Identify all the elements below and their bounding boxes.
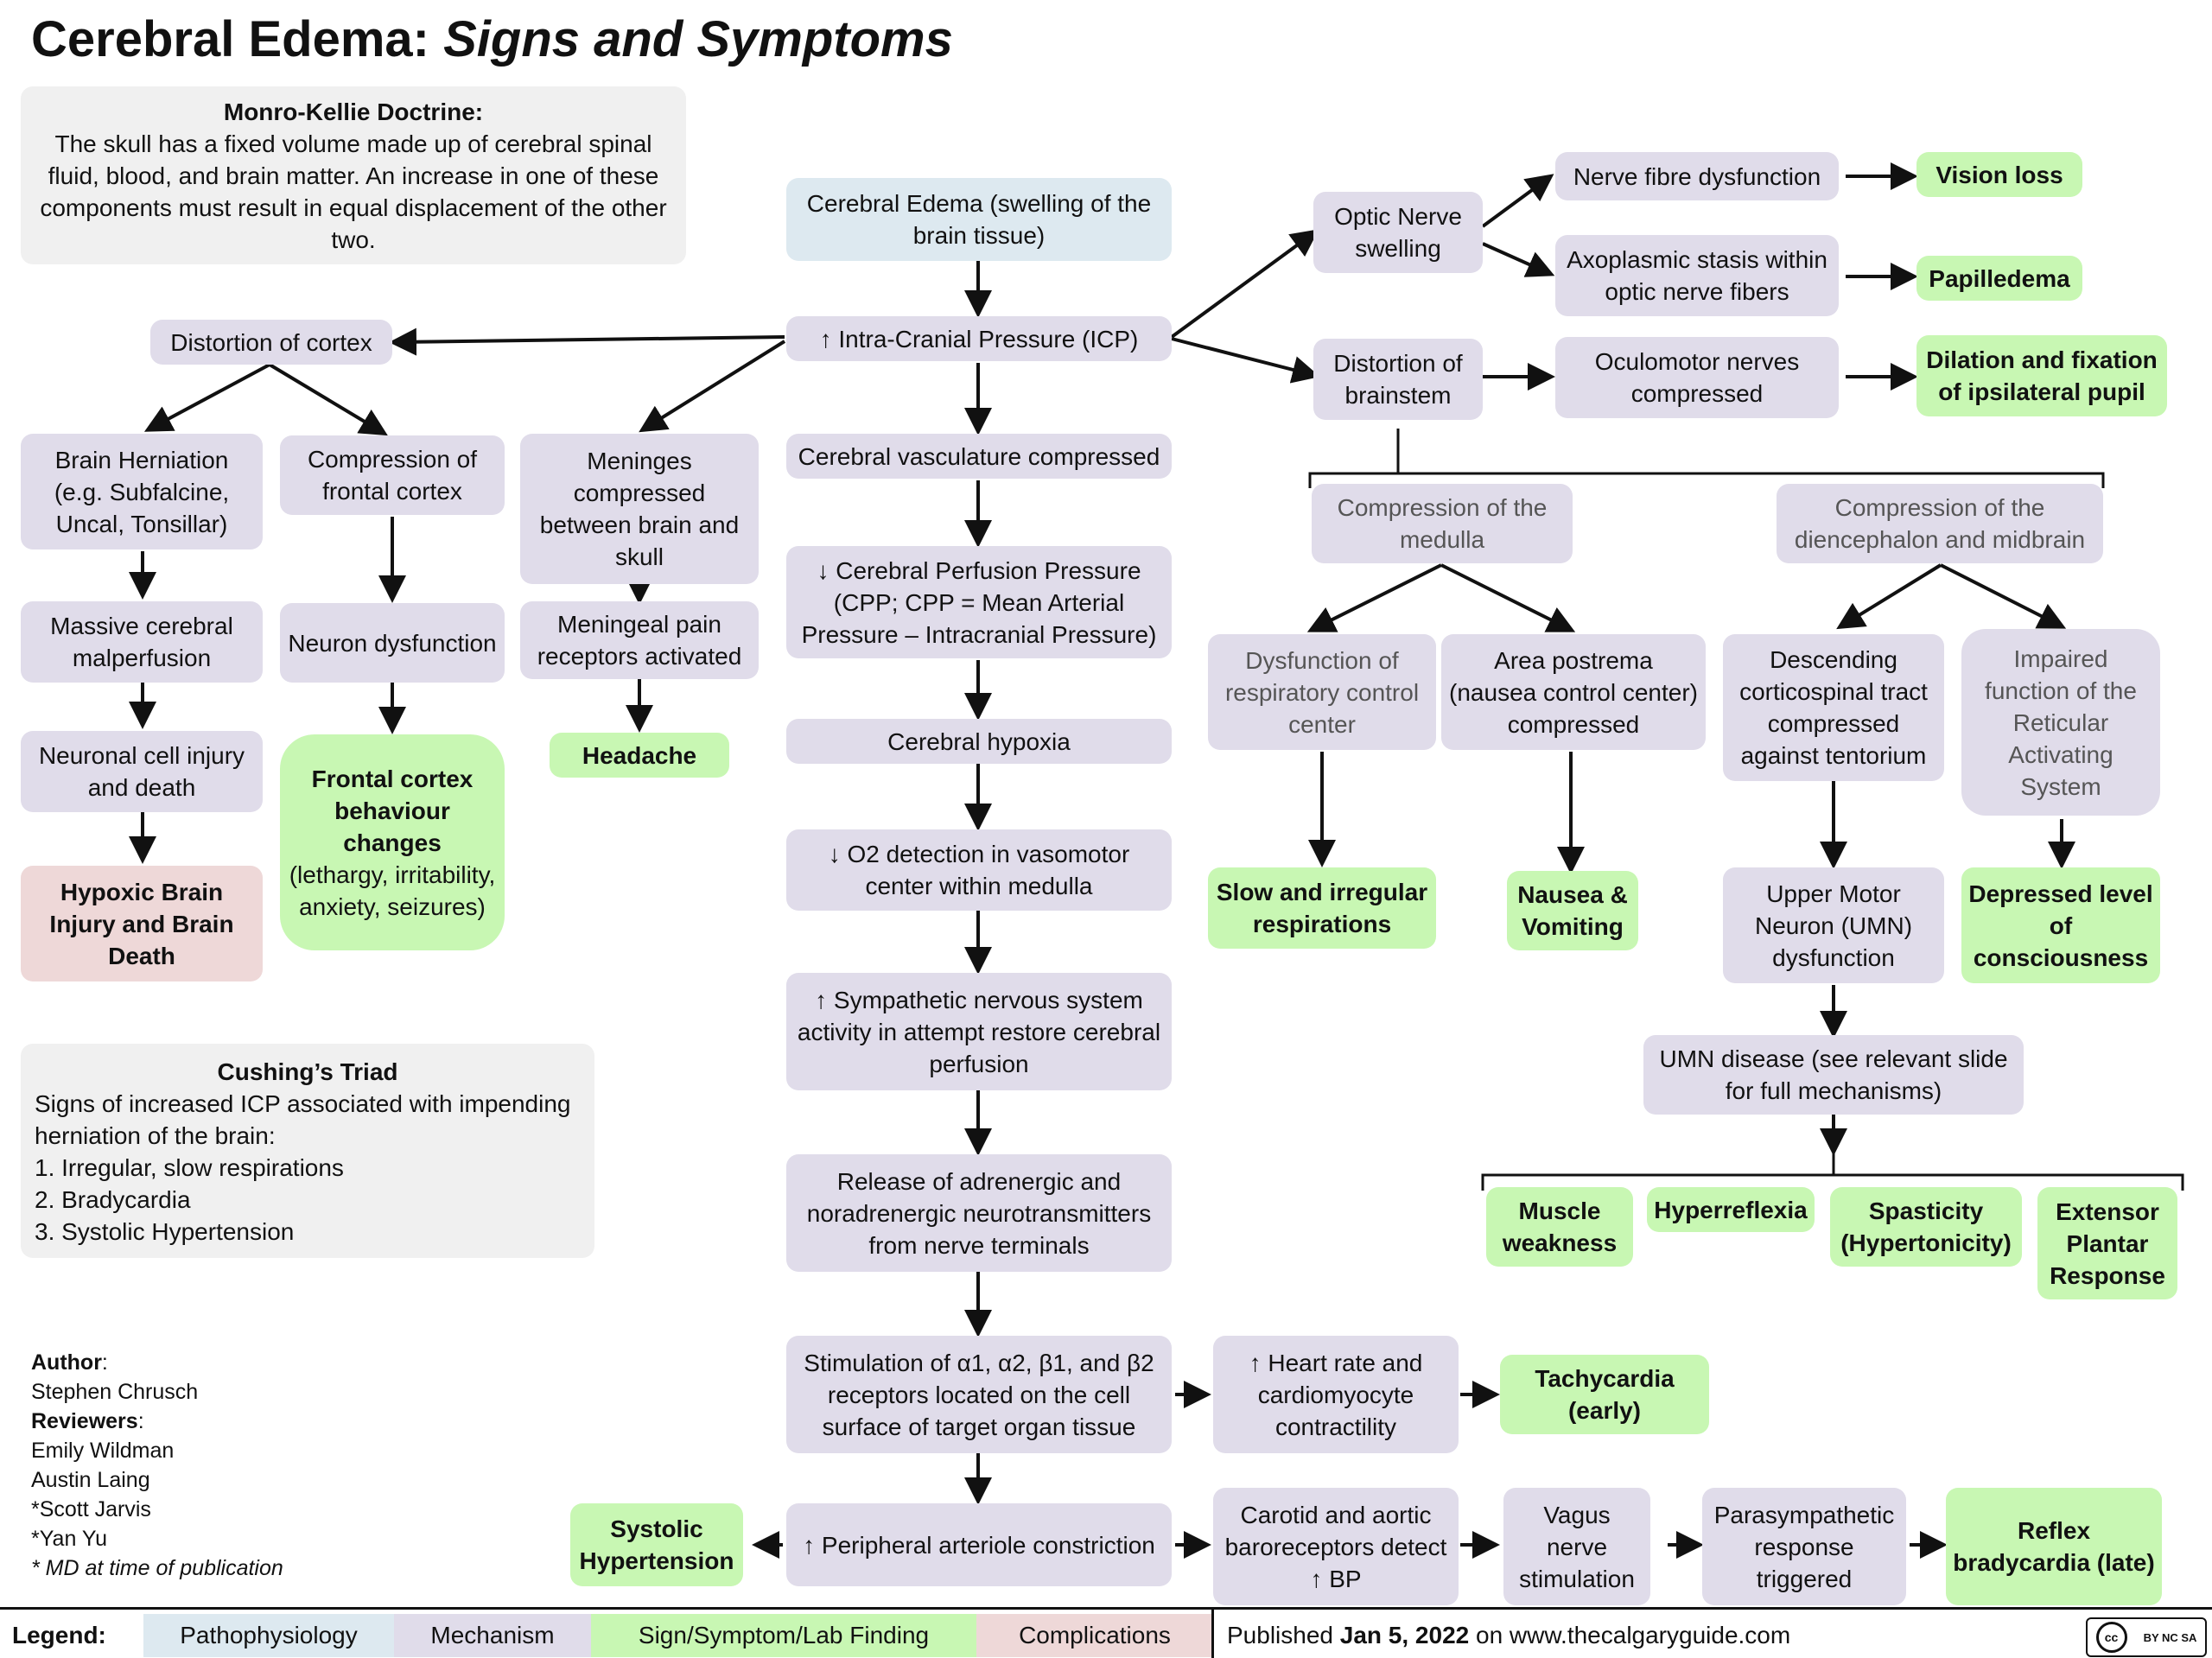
meningeal-pain-box: Meningeal pain receptors activated: [520, 601, 759, 679]
author-label: Author: [31, 1350, 102, 1375]
icp-box: ↑ Intra-Cranial Pressure (ICP): [786, 316, 1172, 361]
depressed-consciousness-box: Depressed level of consciousness: [1961, 867, 2160, 983]
legend-pathophysiology: Pathophysiology: [143, 1614, 394, 1657]
spasticity-box: Spasticity (Hypertonicity): [1830, 1187, 2022, 1267]
parasympathetic-box: Parasympathetic response triggered: [1702, 1488, 1906, 1605]
diencephalon-compression-box: Compression of the diencephalon and midb…: [1777, 484, 2103, 563]
optic-swelling-box: Optic Nerve swelling: [1313, 192, 1483, 273]
cushing-line: 2. Bradycardia: [35, 1186, 191, 1213]
legend-complications: Complications: [976, 1614, 1213, 1657]
cushing-line: 3. Systolic Hypertension: [35, 1218, 295, 1245]
cushing-line: 1. Irregular, slow respirations: [35, 1154, 344, 1181]
frontal-behaviour-detail: (lethargy, irritability, anxiety, seizur…: [289, 861, 496, 920]
monro-heading: Monro-Kellie Doctrine:: [223, 98, 484, 125]
reflex-bradycardia-box: Reflex bradycardia (late): [1946, 1488, 2162, 1605]
published-prefix: Published: [1227, 1622, 1340, 1648]
hypoxic-brain-injury-box: Hypoxic Brain Injury and Brain Death: [21, 866, 263, 981]
footer-divider: [1211, 1607, 1214, 1658]
footer-rule: [0, 1607, 2212, 1610]
cushing-line: herniation of the brain:: [35, 1122, 276, 1149]
systolic-hypertension-box: Systolic Hypertension: [570, 1503, 743, 1586]
vasculature-box: Cerebral vasculature compressed: [786, 434, 1172, 479]
page-title: Cerebral Edema: Signs and Symptoms: [31, 11, 953, 67]
legend-sign: Sign/Symptom/Lab Finding: [591, 1614, 976, 1657]
medulla-compression-box: Compression of the medulla: [1312, 484, 1573, 563]
cushings-triad-box: Cushing’s Triad Signs of increased ICP a…: [21, 1044, 594, 1258]
hyperreflexia-box: Hyperreflexia: [1647, 1187, 1815, 1232]
area-postrema-box: Area postrema (nausea control center) co…: [1441, 634, 1706, 750]
oculomotor-box: Oculomotor nerves compressed: [1555, 337, 1839, 418]
umn-dysfunction-box: Upper Motor Neuron (UMN) dysfunction: [1723, 867, 1944, 983]
reviewer-name: Emily Wildman: [31, 1439, 175, 1463]
monro-kellie-box: Monro-Kellie Doctrine: The skull has a f…: [21, 86, 686, 264]
corticospinal-box: Descending corticospinal tract compresse…: [1723, 634, 1944, 781]
release-box: Release of adrenergic and noradrenergic …: [786, 1154, 1172, 1272]
author-name: Stephen Chrusch: [31, 1380, 199, 1404]
reviewer-name: *Scott Jarvis: [31, 1497, 151, 1521]
meninges-box: Meninges compressed between brain and sk…: [520, 434, 759, 584]
o2-box: ↓ O2 detection in vasomotor center withi…: [786, 829, 1172, 911]
frontal-behaviour-bold: Frontal cortex behaviour changes: [311, 765, 474, 856]
published-site: on www.thecalgaryguide.com: [1469, 1622, 1791, 1648]
hypoxia-box: Cerebral hypoxia: [786, 719, 1172, 764]
axoplasmic-box: Axoplasmic stasis within optic nerve fib…: [1555, 235, 1839, 316]
vision-loss-box: Vision loss: [1916, 152, 2082, 197]
reviewer-name: *Yan Yu: [31, 1527, 108, 1551]
vagus-box: Vagus nerve stimulation: [1503, 1488, 1650, 1605]
cerebral-edema-box: Cerebral Edema (swelling of the brain ti…: [786, 178, 1172, 261]
slow-respirations-box: Slow and irregular respirations: [1208, 867, 1436, 949]
reviewer-name: Austin Laing: [31, 1468, 150, 1492]
arteriole-box: ↑ Peripheral arteriole constriction: [786, 1503, 1172, 1586]
papilledema-box: Papilledema: [1916, 256, 2082, 301]
cushing-heading: Cushing’s Triad: [217, 1058, 398, 1085]
headache-box: Headache: [550, 733, 729, 778]
distortion-cortex-box: Distortion of cortex: [150, 320, 392, 365]
cc-license-icon: cc BY NC SA: [2086, 1617, 2207, 1657]
frontal-compression-box: Compression of frontal cortex: [280, 435, 505, 515]
sns-box: ↑ Sympathetic nervous system activity in…: [786, 973, 1172, 1090]
brainstem-distortion-box: Distortion of brainstem: [1313, 339, 1483, 420]
frontal-behaviour-box: Frontal cortex behaviour changes (lethar…: [280, 734, 505, 950]
neuron-dysfunction-box: Neuron dysfunction: [280, 603, 505, 683]
published-date: Jan 5, 2022: [1339, 1622, 1470, 1648]
heart-rate-box: ↑ Heart rate and cardiomyocyte contracti…: [1213, 1336, 1459, 1453]
legend-label: Legend:: [12, 1622, 106, 1648]
baroreceptors-box: Carotid and aortic baroreceptors detect …: [1213, 1488, 1459, 1605]
receptor-stimulation-box: Stimulation of α1, α2, β1, and β2 recept…: [786, 1336, 1172, 1453]
nausea-box: Nausea & Vomiting: [1507, 871, 1638, 950]
malperfusion-box: Massive cerebral malperfusion: [21, 601, 263, 683]
cushing-line: Signs of increased ICP associated with i…: [35, 1090, 571, 1117]
credits-note: * MD at time of publication: [31, 1556, 283, 1580]
legend-mechanism: Mechanism: [394, 1614, 591, 1657]
published-text: Published Jan 5, 2022 on www.thecalgaryg…: [1227, 1614, 1832, 1657]
brain-herniation-box: Brain Herniation (e.g. Subfalcine, Uncal…: [21, 434, 263, 549]
monro-text: The skull has a fixed volume made up of …: [40, 130, 667, 253]
ras-box: Impaired function of the Reticular Activ…: [1961, 629, 2160, 816]
muscle-weakness-box: Muscle weakness: [1486, 1187, 1633, 1267]
umn-disease-box: UMN disease (see relevant slide for full…: [1643, 1035, 2024, 1115]
cc-terms: BY NC SA: [2143, 1630, 2197, 1644]
reviewers-label: Reviewers: [31, 1409, 138, 1433]
cpp-box: ↓ Cerebral Perfusion Pressure (CPP; CPP …: [786, 546, 1172, 658]
neuronal-injury-box: Neuronal cell injury and death: [21, 731, 263, 812]
credits: Author: Stephen Chrusch Reviewers: Emily…: [31, 1348, 283, 1583]
nerve-fibre-box: Nerve fibre dysfunction: [1555, 152, 1839, 200]
respiratory-control-box: Dysfunction of respiratory control cente…: [1208, 634, 1436, 750]
extensor-plantar-box: Extensor Plantar Response: [2037, 1187, 2177, 1299]
tachycardia-box: Tachycardia (early): [1500, 1355, 1709, 1434]
pupil-dilation-box: Dilation and fixation of ipsilateral pup…: [1916, 335, 2167, 416]
